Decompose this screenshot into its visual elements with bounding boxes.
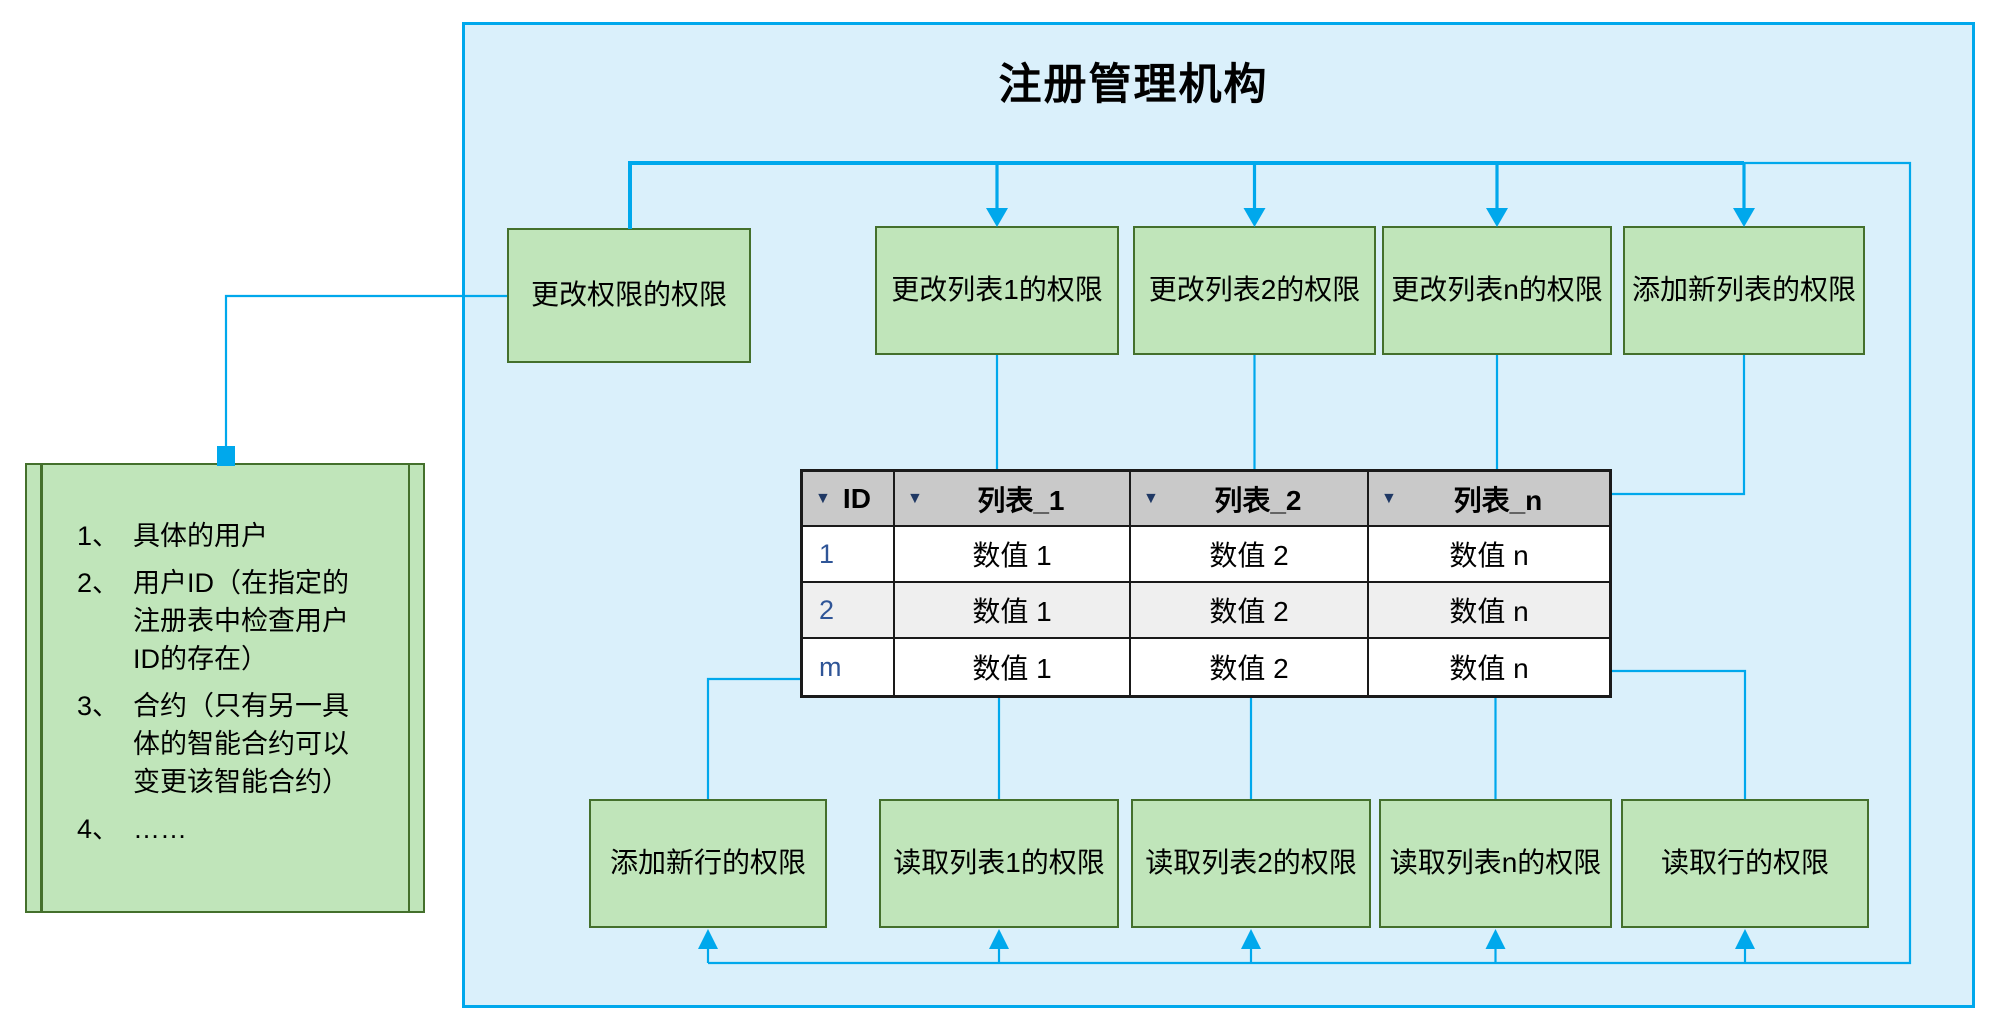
list-item: 4、 ……: [77, 810, 393, 848]
box-label: 读取列表2的权限: [1145, 847, 1357, 879]
row-id: m: [803, 639, 895, 695]
row-id: 1: [803, 527, 895, 583]
box-change-permission-permission: 更改权限的权限: [507, 228, 751, 363]
box-read-list2-permission: 读取列表2的权限: [1131, 799, 1371, 928]
list-item: 1、 具体的用户: [77, 517, 393, 555]
diagram-title: 注册管理机构: [998, 61, 1269, 109]
item-line: ……: [133, 814, 187, 844]
table-cell: 数值 2: [1131, 583, 1369, 639]
sort-down-icon: ▼: [1381, 489, 1397, 507]
item-line: 具体的用户: [133, 521, 268, 551]
box-change-listn-permission: 更改列表n的权限: [1382, 226, 1612, 355]
identity-note-list: 1、 具体的用户 2、 用户ID（在指定的 注册表中检查用户 ID的存在） 3、…: [77, 517, 393, 857]
list-item: 2、 用户ID（在指定的 注册表中检查用户 ID的存在）: [77, 564, 393, 678]
sort-down-icon: ▼: [815, 489, 831, 507]
box-label: 更改权限的权限: [530, 279, 727, 311]
item-line: 合约（只有另一具: [133, 691, 349, 721]
table-cell: 数值 2: [1131, 527, 1369, 583]
box-label: 添加新列表的权限: [1631, 274, 1856, 306]
item-line: 变更该智能合约）: [133, 767, 349, 797]
table-cell: 数值 n: [1369, 527, 1609, 583]
table-cell: 数值 2: [1131, 639, 1369, 695]
table-cell: 数值 1: [895, 583, 1131, 639]
inner-border-right: [407, 465, 410, 911]
item-line: 体的智能合约可以: [133, 729, 349, 759]
registry-table: ▼ ID ▼ 列表_1 ▼ 列表_2 ▼ 列表_n 1 数值 1 数值 2 数值 n 2…: [800, 469, 1612, 698]
column-label: 列表_n: [1453, 484, 1543, 516]
box-read-list1-permission: 读取列表1的权限: [879, 799, 1119, 928]
list-item: 3、 合约（只有另一具 体的智能合约可以 变更该智能合约）: [77, 687, 393, 801]
column-label: 列表_2: [1214, 484, 1302, 516]
table-cell: 数值 1: [895, 527, 1131, 583]
table-header-list1: ▼ 列表_1: [895, 472, 1131, 527]
box-label: 更改列表n的权限: [1391, 274, 1603, 306]
box-label: 更改列表1的权限: [891, 274, 1103, 306]
item-line: ID的存在）: [133, 644, 268, 674]
table-header-list2: ▼ 列表_2: [1131, 472, 1369, 527]
box-change-list1-permission: 更改列表1的权限: [875, 226, 1119, 355]
box-read-row-permission: 读取行的权限: [1621, 799, 1869, 928]
item-number: 3、: [77, 691, 120, 721]
box-label: 读取列表n的权限: [1389, 847, 1602, 879]
identity-note-box: 1、 具体的用户 2、 用户ID（在指定的 注册表中检查用户 ID的存在） 3、…: [25, 463, 425, 913]
box-label: 更改列表2的权限: [1148, 274, 1361, 306]
table-cell: 数值 n: [1369, 583, 1609, 639]
column-label: ID: [842, 482, 871, 514]
row-id: 2: [803, 583, 895, 639]
box-label: 读取列表1的权限: [893, 847, 1105, 879]
table-cell: 数值 n: [1449, 653, 1529, 684]
box-read-listn-permission: 读取列表n的权限: [1379, 799, 1612, 928]
sort-down-icon: ▼: [907, 489, 923, 507]
box-label: 添加新行的权限: [609, 847, 806, 879]
box-change-list2-permission: 更改列表2的权限: [1133, 226, 1376, 355]
box-add-new-row-permission: 添加新行的权限: [589, 799, 827, 928]
table-cell: 数值 1: [895, 639, 1131, 695]
table-header-listn: ▼ 列表_n: [1369, 472, 1609, 527]
sort-down-icon: ▼: [1143, 489, 1159, 507]
box-add-new-list-permission: 添加新列表的权限: [1623, 226, 1865, 355]
inner-border-left: [40, 465, 43, 911]
item-number: 4、: [77, 814, 120, 844]
table-header-id: ▼ ID: [803, 472, 895, 527]
item-number: 1、: [77, 521, 120, 551]
item-number: 2、: [77, 568, 120, 598]
column-label: 列表_1: [977, 484, 1065, 516]
item-line: 用户ID（在指定的: [133, 568, 349, 598]
box-label: 读取行的权限: [1660, 847, 1829, 879]
item-line: 注册表中检查用户: [133, 606, 349, 636]
